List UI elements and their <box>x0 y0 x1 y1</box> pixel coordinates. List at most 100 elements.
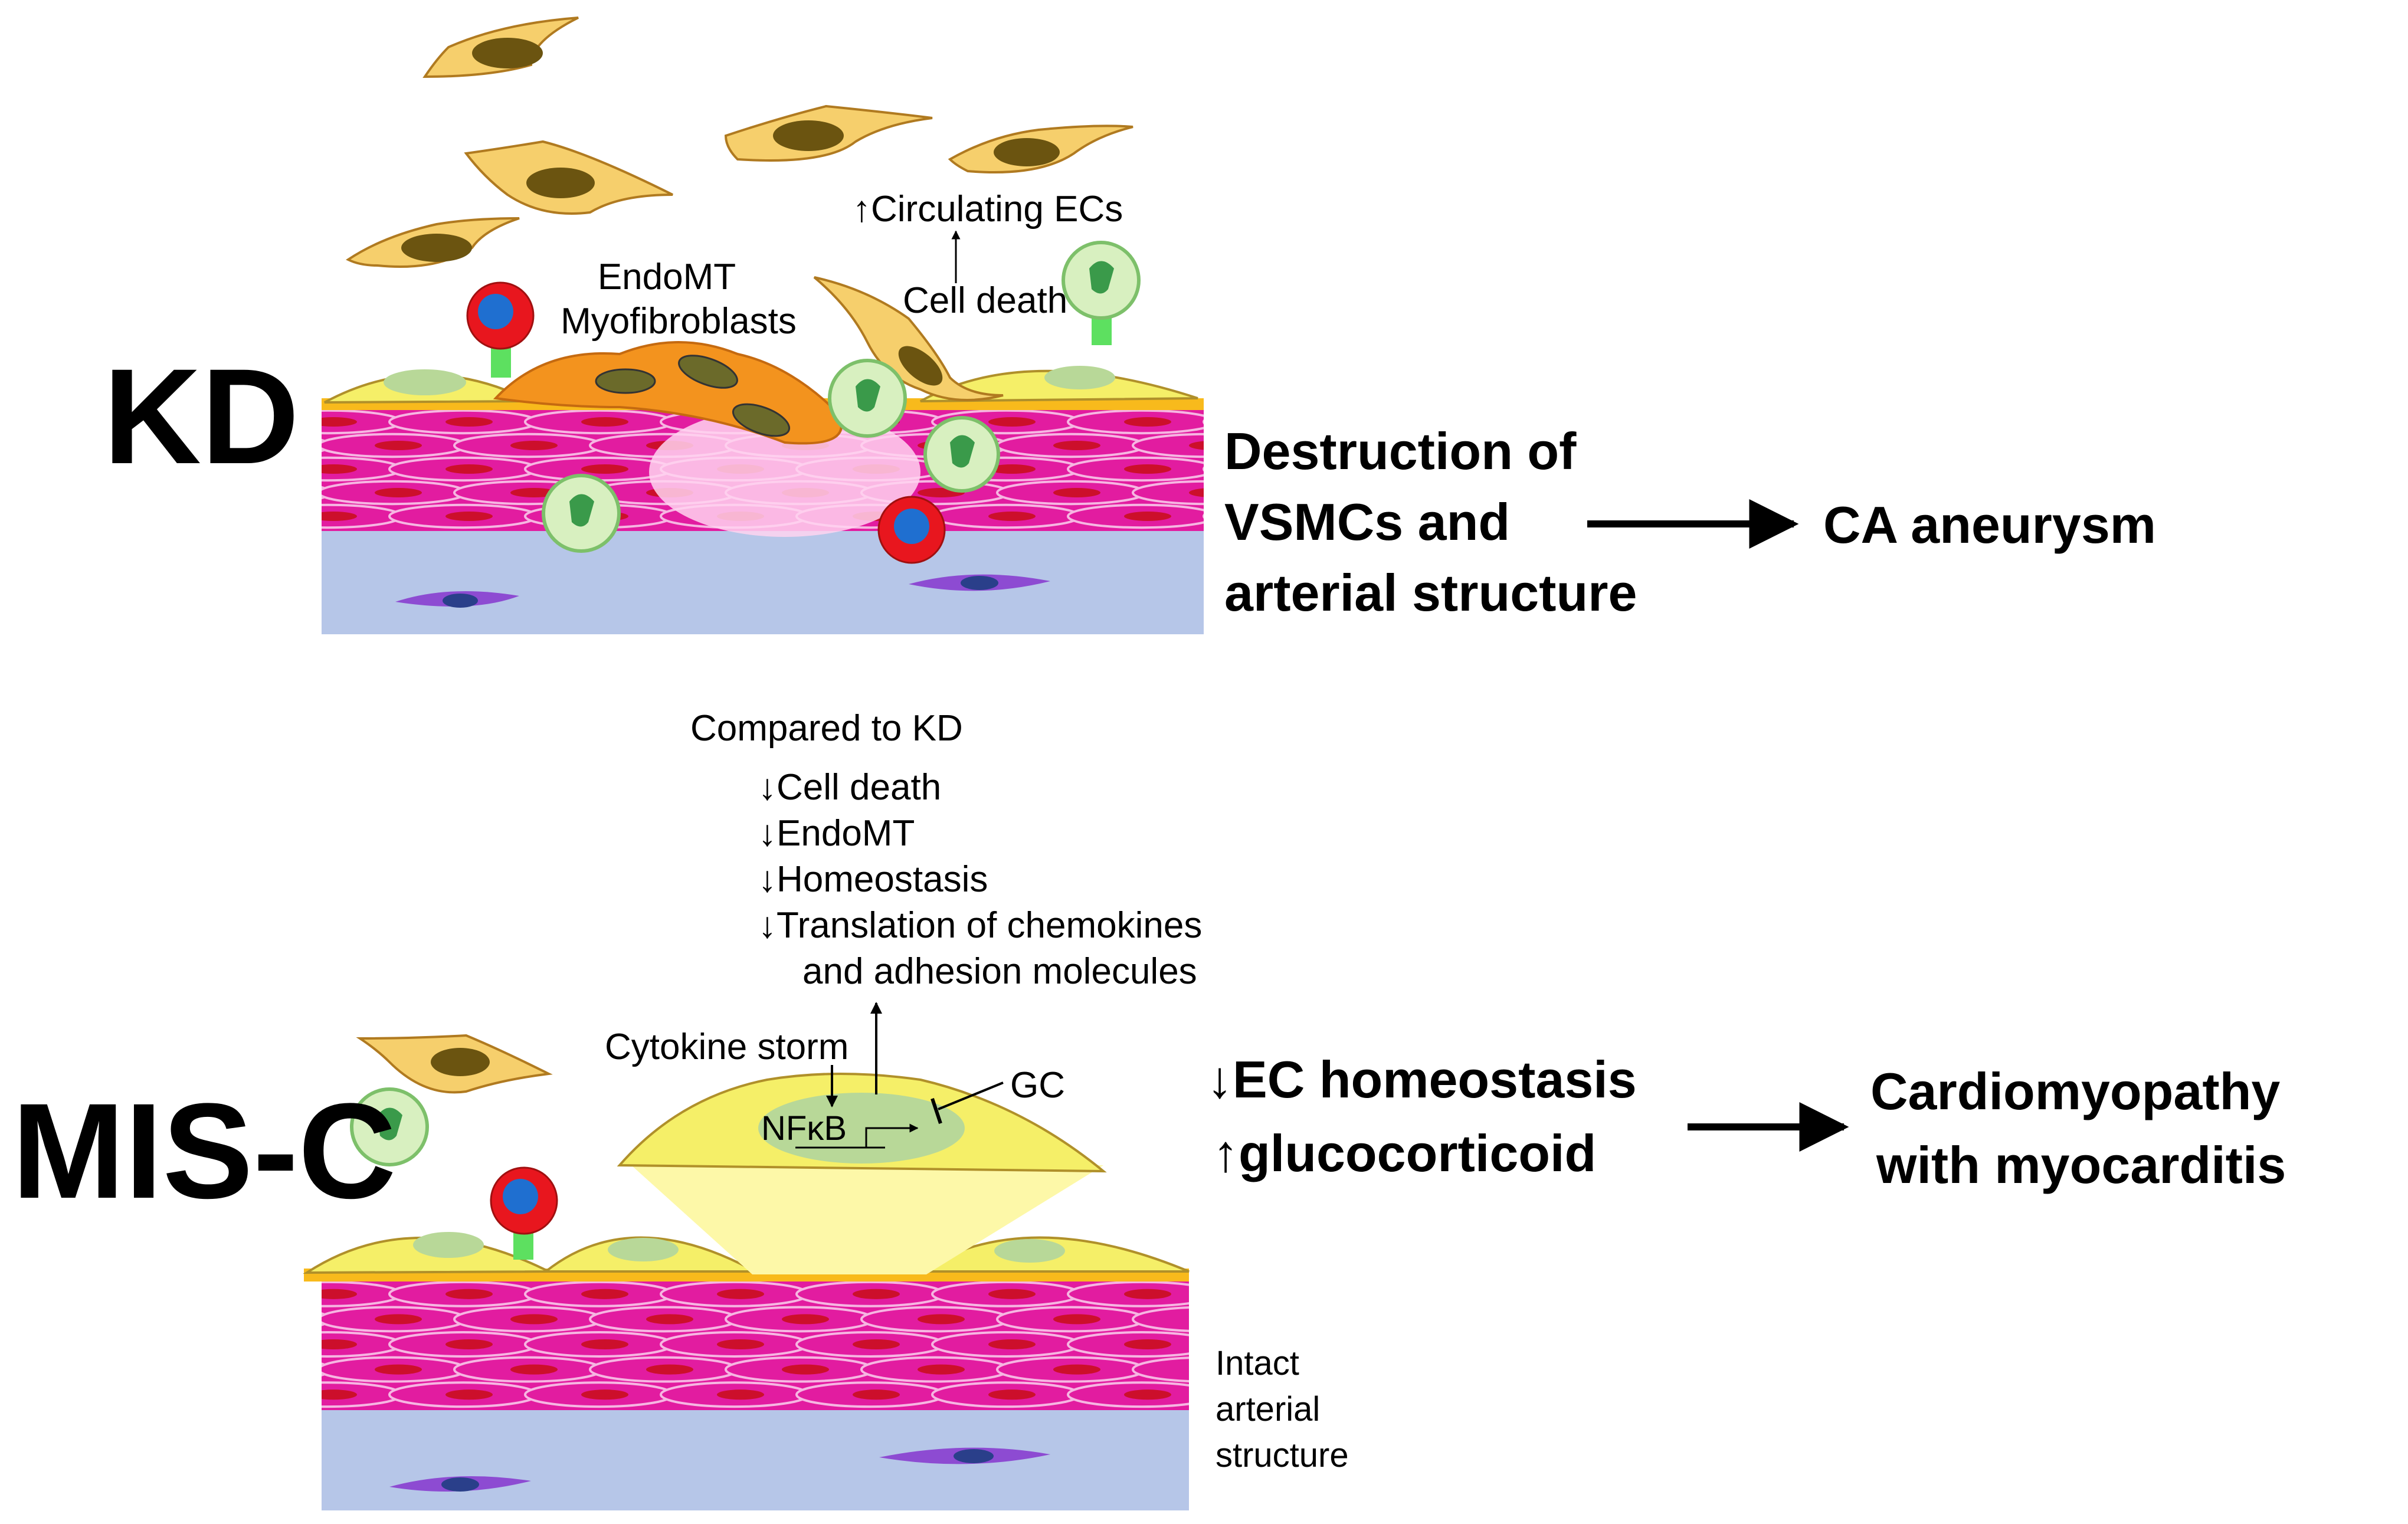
smooth-muscle-nucleus <box>1053 488 1100 497</box>
smooth-muscle-nucleus <box>375 488 422 497</box>
smooth-muscle-cell <box>322 1362 332 1376</box>
gc-inhibition-bar <box>931 1098 942 1124</box>
kd-injury-zone <box>649 407 920 537</box>
smooth-muscle-nucleus <box>174 1389 221 1400</box>
misc-ec-nucleus <box>413 1232 484 1258</box>
smooth-muscle-nucleus <box>445 1289 493 1299</box>
kd-infiltrating-neutrophil <box>828 359 907 438</box>
smooth-muscle-cell <box>118 1332 266 1356</box>
kd-ec-nucleus <box>384 369 466 395</box>
compared-to-kd: Compared to KD <box>690 708 963 749</box>
smooth-muscle-nucleus <box>646 1364 693 1375</box>
smooth-muscle-nucleus <box>1124 1389 1171 1400</box>
kd-outcome-line: arterial structure <box>1224 563 1637 622</box>
smooth-muscle-nucleus <box>1124 512 1171 521</box>
gc-label: GC <box>1010 1065 1065 1106</box>
kd-adhered-neutrophil <box>1062 241 1141 345</box>
smooth-muscle-nucleus <box>322 1289 357 1299</box>
smooth-muscle-cell <box>118 1282 266 1306</box>
circulating-ec <box>356 1034 553 1094</box>
smooth-muscle-nucleus <box>239 1365 286 1375</box>
circulating-ecs-label: ↑Circulating ECs <box>853 189 1123 230</box>
smooth-muscle-nucleus <box>853 1389 900 1400</box>
kd-adventitia <box>322 525 1204 634</box>
smooth-muscle-nucleus <box>1189 441 1204 450</box>
misc-title: MIS-C <box>12 1075 397 1227</box>
misc-circulating-neutrophil <box>350 1087 429 1166</box>
circulating-ec <box>724 104 933 162</box>
kd-infiltrating-neutrophil <box>542 474 621 553</box>
myofibroblasts-label: Myofibroblasts <box>561 301 797 342</box>
smooth-muscle-nucleus <box>174 512 221 521</box>
smooth-muscle-nucleus <box>445 1339 493 1350</box>
kd-myofibroblast-nucleus <box>732 403 791 437</box>
misc-smooth-muscle-cells <box>118 1280 1189 1408</box>
kd-adhered-monocyte <box>466 281 535 378</box>
smooth-muscle-nucleus <box>510 1364 558 1375</box>
smooth-muscle-nucleus <box>445 464 493 474</box>
smooth-muscle-nucleus <box>581 1339 628 1350</box>
nfkb-label: NFκB <box>761 1109 847 1148</box>
misc-change-item: ↓Homeostasis <box>758 859 988 900</box>
kd-outcome-line: Destruction of <box>1224 422 1577 480</box>
intact-structure-line: arterial <box>1216 1390 1320 1428</box>
smooth-muscle-nucleus <box>988 512 1036 521</box>
smooth-muscle-nucleus <box>717 1339 764 1350</box>
smooth-muscle-nucleus <box>322 512 357 521</box>
smooth-muscle-nucleus <box>375 1364 422 1375</box>
smooth-muscle-cell <box>118 505 266 527</box>
misc-adventitia <box>322 1404 1189 1510</box>
kd-outcome-line: VSMCs and <box>1224 493 1510 551</box>
smooth-muscle-nucleus <box>239 1314 286 1324</box>
kd-infiltrating-monocyte <box>877 496 946 564</box>
smooth-muscle-cell <box>1132 480 1204 506</box>
misc-adhered-monocyte <box>490 1166 558 1260</box>
smooth-muscle-nucleus <box>988 1289 1036 1299</box>
smooth-muscle-nucleus <box>853 1289 900 1299</box>
misc-outcome-line: ↑glucocorticoid <box>1213 1124 1596 1182</box>
misc-outcome-line: ↓EC homeostasis <box>1207 1050 1637 1109</box>
kd-immune-cells <box>466 241 1141 564</box>
circulating-ec <box>464 140 673 215</box>
magnified-ec-nucleus <box>758 1093 965 1164</box>
kd-circulating-ecs <box>346 17 1133 268</box>
misc-result-line: with myocarditis <box>1876 1136 2286 1194</box>
magnified-endothelial-cell <box>617 1073 1107 1274</box>
kd-dying-endothelial-cell <box>813 276 1004 401</box>
smooth-muscle-nucleus <box>510 441 558 450</box>
misc-fibroblast-nucleus <box>954 1449 994 1463</box>
smooth-muscle-nucleus <box>1053 441 1100 450</box>
smooth-muscle-nucleus <box>445 1389 493 1400</box>
smooth-muscle-nucleus <box>988 417 1036 427</box>
smooth-muscle-nucleus <box>1124 417 1171 427</box>
smooth-muscle-cell <box>1132 1306 1189 1332</box>
smooth-muscle-nucleus <box>581 417 628 427</box>
smooth-muscle-nucleus <box>445 512 493 521</box>
smooth-muscle-cell <box>322 1312 332 1326</box>
smooth-muscle-nucleus <box>1189 488 1204 497</box>
smooth-muscle-nucleus <box>322 464 357 474</box>
smooth-muscle-nucleus <box>988 1339 1036 1350</box>
misc-change-item: ↓EndoMT <box>758 813 915 854</box>
smooth-muscle-nucleus <box>918 1364 965 1375</box>
magnification-cone <box>631 1165 1103 1274</box>
smooth-muscle-cell <box>118 1382 266 1407</box>
kd-myofibroblasts <box>493 341 843 445</box>
kd-infiltrating-neutrophil <box>923 416 1000 493</box>
circulating-ec <box>346 217 520 268</box>
smooth-muscle-nucleus <box>174 1339 221 1349</box>
misc-immune-cells <box>350 1034 558 1260</box>
intact-structure-line: structure <box>1216 1436 1349 1474</box>
smooth-muscle-nucleus <box>1124 464 1171 474</box>
smooth-muscle-nucleus <box>581 1289 628 1299</box>
smooth-muscle-nucleus <box>375 1314 422 1325</box>
circulating-ec <box>422 17 579 78</box>
smooth-muscle-nucleus <box>782 1314 829 1325</box>
smooth-muscle-nucleus <box>853 1339 900 1350</box>
misc-change-item: ↓Cell death <box>758 767 941 808</box>
smooth-muscle-nucleus <box>581 464 628 474</box>
smooth-muscle-nucleus <box>510 1314 558 1325</box>
kd-fibroblast-nucleus <box>961 576 998 590</box>
smooth-muscle-nucleus <box>1124 1339 1171 1350</box>
smooth-muscle-nucleus <box>988 1389 1036 1400</box>
